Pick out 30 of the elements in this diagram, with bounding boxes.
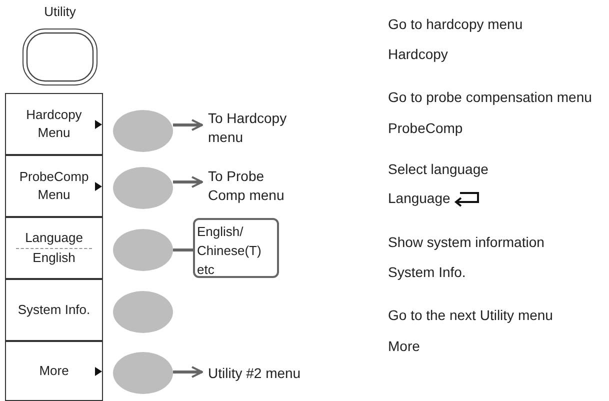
description-text: Show system information [388,234,544,250]
arrow [173,119,203,131]
button-label: Utility [43,4,77,19]
menu-item-name: ProbeComp [388,120,463,136]
menu-caption: Utility #2 menu [208,364,318,383]
menu-box [5,279,103,341]
connector-line [173,248,193,252]
menu-caption: To Probe Comp menu [208,167,298,205]
menu-item-name: Hardcopy [388,46,448,62]
menu-box [5,217,103,279]
menu-box [5,93,103,155]
menu-item-name: System Info. [388,264,466,280]
description-text: Go to hardcopy menu [388,16,523,32]
description-text: Go to probe compensation menu [388,89,592,105]
arrow [173,176,203,188]
menu-box [5,155,103,217]
description-text: Go to the next Utility menu [388,307,553,323]
description-text: Select language [388,161,488,177]
menu-text: Language [16,229,92,249]
menu-text: Hardcopy Menu [25,106,83,142]
menu-text: More [39,362,69,380]
menu-text: English [32,249,76,267]
menu-item-name: More [388,338,420,354]
arrow [173,366,203,378]
menu-item-name: Language [388,190,450,206]
menu-text: ProbeComp Menu [18,168,90,204]
menu-caption: To Hardcopy menu [208,109,298,147]
menu-text: System Info. [18,301,90,319]
menu-box [5,341,103,401]
option-box: English/ Chinese(T) etc [193,218,279,278]
